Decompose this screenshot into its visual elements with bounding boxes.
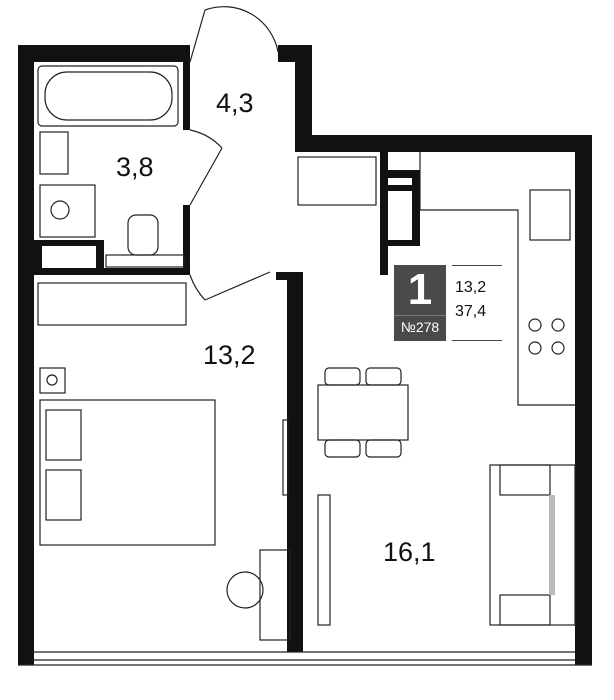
total-area: 37,4 [455,303,487,320]
room-count: 1 [407,265,433,314]
apartment-number: №278 [394,315,446,338]
apartment-badge: 1 №278 [394,265,446,341]
room-area-vestibule: 4,3 [216,88,254,118]
room-area-bathroom: 3,8 [116,152,154,182]
divider [452,265,502,266]
living-area: 13,2 [455,279,487,296]
divider [452,340,502,341]
walls [18,45,592,665]
room-area-kitchen-living: 16,1 [383,537,436,567]
room-area-bedroom: 13,2 [203,340,256,370]
fixtures [18,6,592,666]
area-summary: 13,2 37,4 [455,276,486,324]
